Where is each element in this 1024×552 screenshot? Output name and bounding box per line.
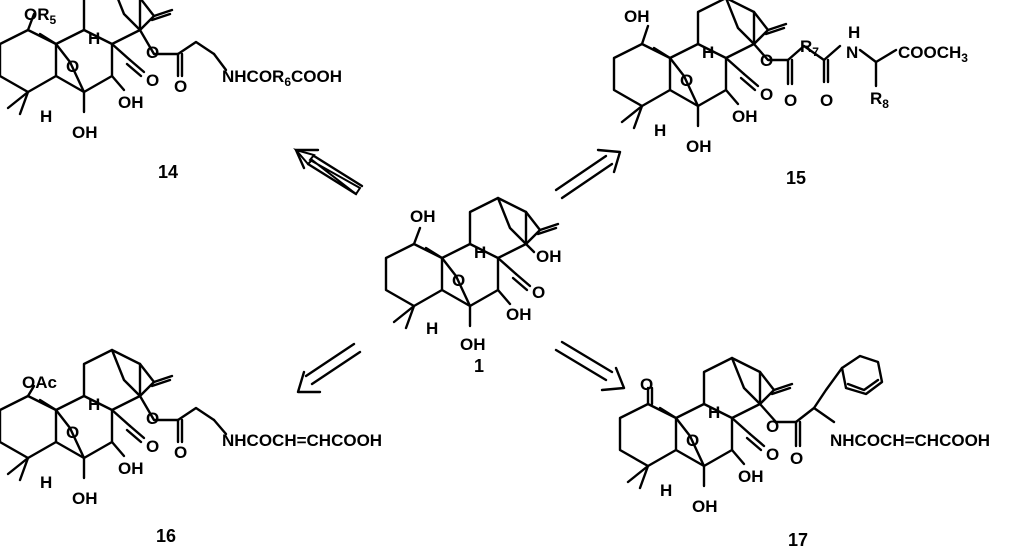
arrow-to-14 <box>293 148 364 196</box>
label-oh-right: OH <box>536 247 562 266</box>
label-oh-b: OH <box>692 497 718 516</box>
label-or5: OR5 <box>24 5 57 27</box>
label-h-bottom: H <box>40 107 52 126</box>
arrow-to-15 <box>554 148 622 200</box>
label-oh-b: OH <box>460 335 486 354</box>
label-cooch3: COOCH3 <box>898 43 968 65</box>
label-o-carbonyl: O <box>532 283 545 302</box>
label-h-top: H <box>88 395 100 414</box>
label-oh-a: OH <box>118 93 144 112</box>
label-o-carbonyl: O <box>766 445 779 464</box>
compound-id-16: 16 <box>156 526 176 546</box>
label-o-carbonyl: O <box>146 437 159 456</box>
arrow-to-16 <box>296 342 362 394</box>
label-o-ester2: O <box>174 77 187 96</box>
label-oac: OAc <box>22 373 57 392</box>
compound-1: OH H OH O O OH OH H 1 <box>384 196 562 376</box>
compound-14: OR5 H O O O O NHCOR6COOH OH OH H 14 <box>0 0 342 182</box>
label-o-ester: O <box>760 51 773 70</box>
label-h-top: H <box>702 43 714 62</box>
label-o-carbonyl: O <box>146 71 159 90</box>
label-o-carbonyl: O <box>760 85 773 104</box>
label-h-bottom: H <box>40 473 52 492</box>
label-oh-top: OH <box>624 7 650 26</box>
compound-id-14: 14 <box>158 162 178 182</box>
arrow-to-17-shaft <box>554 340 626 392</box>
label-h-bottom: H <box>660 481 672 500</box>
label-o-ester: O <box>146 43 159 62</box>
label-h-bottom: H <box>426 319 438 338</box>
label-o-bridge: O <box>66 423 79 442</box>
label-o-ester2: O <box>784 91 797 110</box>
label-o-ester: O <box>766 417 779 436</box>
label-h-top: H <box>88 29 100 48</box>
label-o-bridge: O <box>680 71 693 90</box>
compound-id-17: 17 <box>788 530 808 550</box>
label-o-ester2: O <box>174 443 187 462</box>
label-chain: NHCOCH=CHCOOH <box>222 431 382 450</box>
label-nh-h: H <box>848 23 860 42</box>
label-nh-n: N <box>846 43 858 62</box>
label-oh-a: OH <box>732 107 758 126</box>
compound-id-15: 15 <box>786 168 806 188</box>
label-amide-o: O <box>820 91 833 110</box>
label-oh-b: OH <box>72 123 98 142</box>
label-oh-top: OH <box>410 207 436 226</box>
compound-17: O H O O O O NHCOCH=CHCOOH OH OH H 17 <box>618 354 990 550</box>
label-r8: R8 <box>870 89 889 111</box>
arrow-to-14-shaft <box>294 148 364 196</box>
label-oh-a: OH <box>506 305 532 324</box>
label-oh-b: OH <box>686 137 712 156</box>
compound-id-1: 1 <box>474 356 484 376</box>
label-r7: R7 <box>800 37 819 59</box>
label-chain: NHCOR6COOH <box>222 67 342 89</box>
arrow-to-17 <box>554 340 626 392</box>
compound-16: OAc H O O O O NHCOCH=CHCOOH OH OH H 16 <box>0 348 382 546</box>
label-oh-a: OH <box>118 459 144 478</box>
arrow-to-15-shaft <box>554 148 622 200</box>
label-o-bridge: O <box>686 431 699 450</box>
label-o-bridge: O <box>452 271 465 290</box>
label-oh-a: OH <box>738 467 764 486</box>
label-h-top: H <box>474 243 486 262</box>
label-ketone: O <box>640 375 653 394</box>
compound-15: OH H O O O O R7 O H N COOCH3 R8 OH OH H … <box>612 0 968 188</box>
label-o-ester: O <box>146 409 159 428</box>
label-oh-b: OH <box>72 489 98 508</box>
label-h-bottom: H <box>654 121 666 140</box>
label-chain: NHCOCH=CHCOOH <box>830 431 990 450</box>
label-o-ester2: O <box>790 449 803 468</box>
label-o-bridge: O <box>66 57 79 76</box>
arrow-to-16-shaft <box>296 342 362 394</box>
label-h-top: H <box>708 403 720 422</box>
